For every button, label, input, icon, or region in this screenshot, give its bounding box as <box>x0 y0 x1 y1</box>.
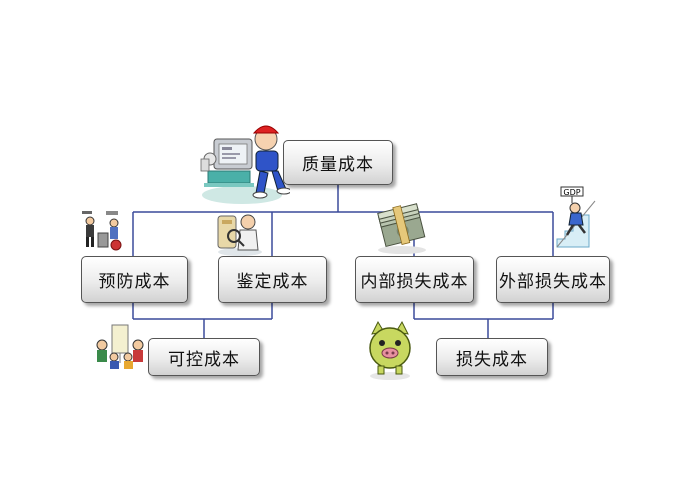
meeting-group-icon <box>96 324 144 369</box>
inspector-icon <box>217 214 262 256</box>
node-internal-failure-cost: 内部损失成本 <box>355 256 474 303</box>
gdp-sign-text: GDP <box>563 188 580 197</box>
node-prevention-cost: 预防成本 <box>81 256 188 303</box>
node-appraisal-cost: 鉴定成本 <box>218 256 327 303</box>
node-quality-cost: 质量成本 <box>283 140 393 185</box>
money-stack-icon <box>377 203 426 254</box>
piggy-bank-icon <box>369 320 411 380</box>
computer-worker-icon <box>200 125 290 204</box>
node-external-failure-cost: 外部损失成本 <box>496 256 610 303</box>
node-controllable-cost: 可控成本 <box>148 338 260 376</box>
node-loss-cost: 损失成本 <box>436 338 548 376</box>
climbing-man-icon: GDP <box>556 186 596 248</box>
factory-workers-icon <box>82 211 122 251</box>
